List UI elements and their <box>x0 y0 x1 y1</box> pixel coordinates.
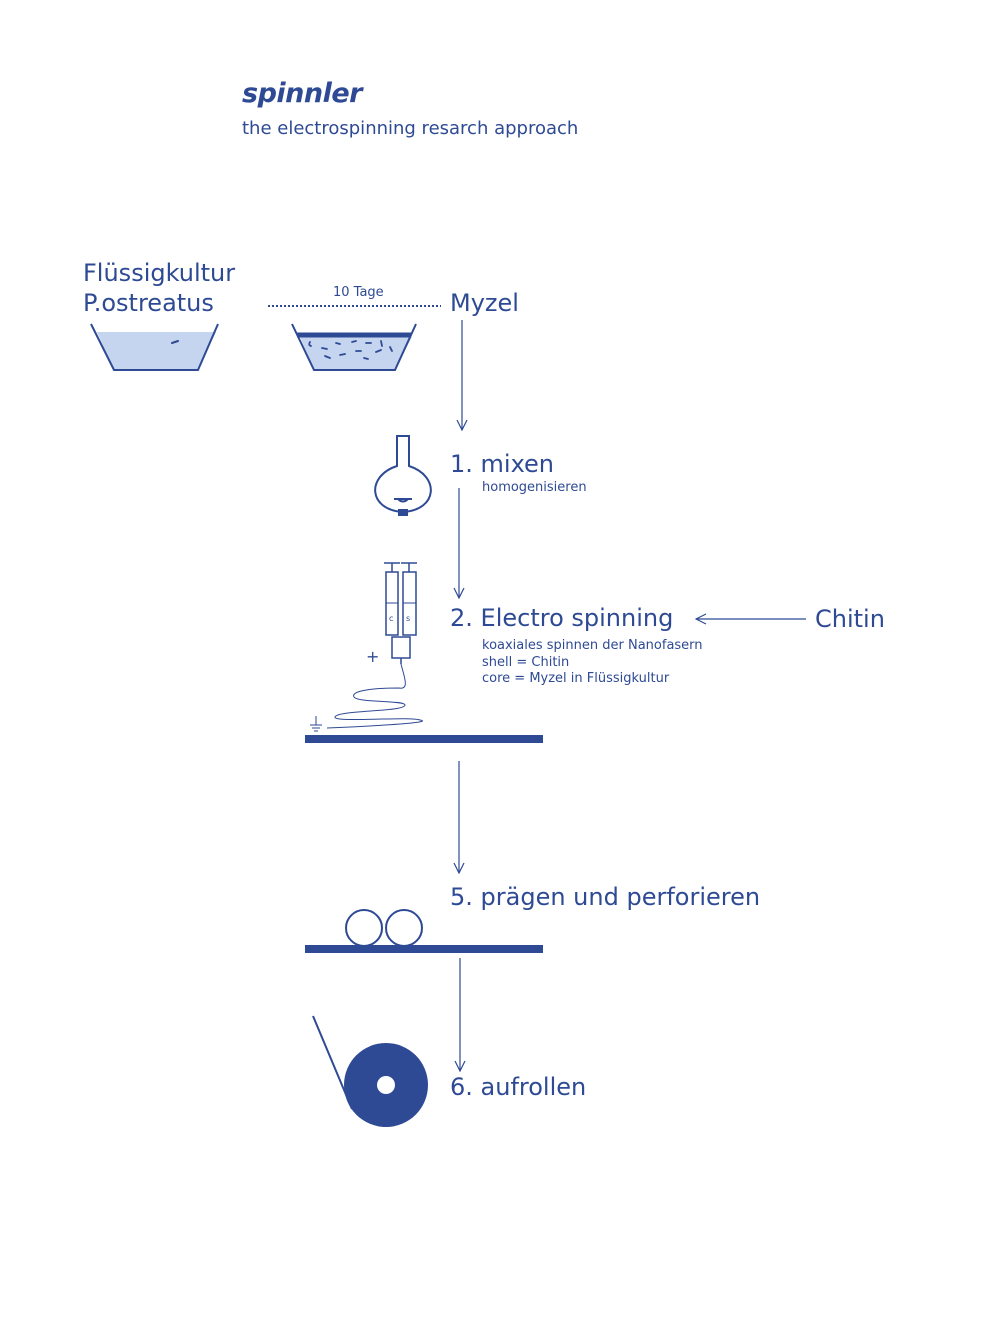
page-subtitle: the electrospinning resarch approach <box>242 118 579 139</box>
embossing-rollers-icon <box>345 909 423 947</box>
syringe-core-label: c <box>389 614 394 623</box>
brand-name: spinnler <box>242 78 362 109</box>
ground-icon <box>310 716 322 732</box>
step-mix-title: 1. mixen <box>450 450 555 478</box>
mycel-label: Myzel <box>450 289 519 317</box>
step-emboss-title: 5. prägen und perforieren <box>450 883 761 911</box>
step-spin-desc-2: shell = Chitin <box>482 654 570 670</box>
source-label: Flüssigkultur P.ostreatus <box>83 258 235 318</box>
basin-mycel-icon <box>291 323 417 371</box>
step-spin-desc-1: koaxiales spinnen der Nanofasern <box>482 638 703 653</box>
step-roll-title: 6. aufrollen <box>450 1073 587 1101</box>
embossing-plate <box>305 945 543 953</box>
source-line-1: Flüssigkultur <box>83 259 236 287</box>
collector-plate <box>305 735 543 743</box>
plus-sign: + <box>366 647 380 666</box>
flask-icon <box>374 435 432 516</box>
basin-culture-icon <box>90 323 219 371</box>
step-spin-desc: koaxiales spinnen der Nanofasern shell =… <box>482 638 703 688</box>
step-spin-desc-3: core = Myzel in Flüssigkultur <box>482 671 670 686</box>
fiber-jet <box>326 663 423 729</box>
roll-icon <box>312 1015 428 1127</box>
source-line-2: P.ostreatus <box>83 289 214 317</box>
step-mix-desc: homogenisieren <box>482 480 587 495</box>
chitin-label: Chitin <box>815 605 885 633</box>
syringe-shell-label: s <box>406 614 411 623</box>
step-spin-title: 2. Electro spinning <box>450 604 674 632</box>
duration-label: 10 Tage <box>333 285 384 300</box>
syringe-icon <box>384 562 417 664</box>
